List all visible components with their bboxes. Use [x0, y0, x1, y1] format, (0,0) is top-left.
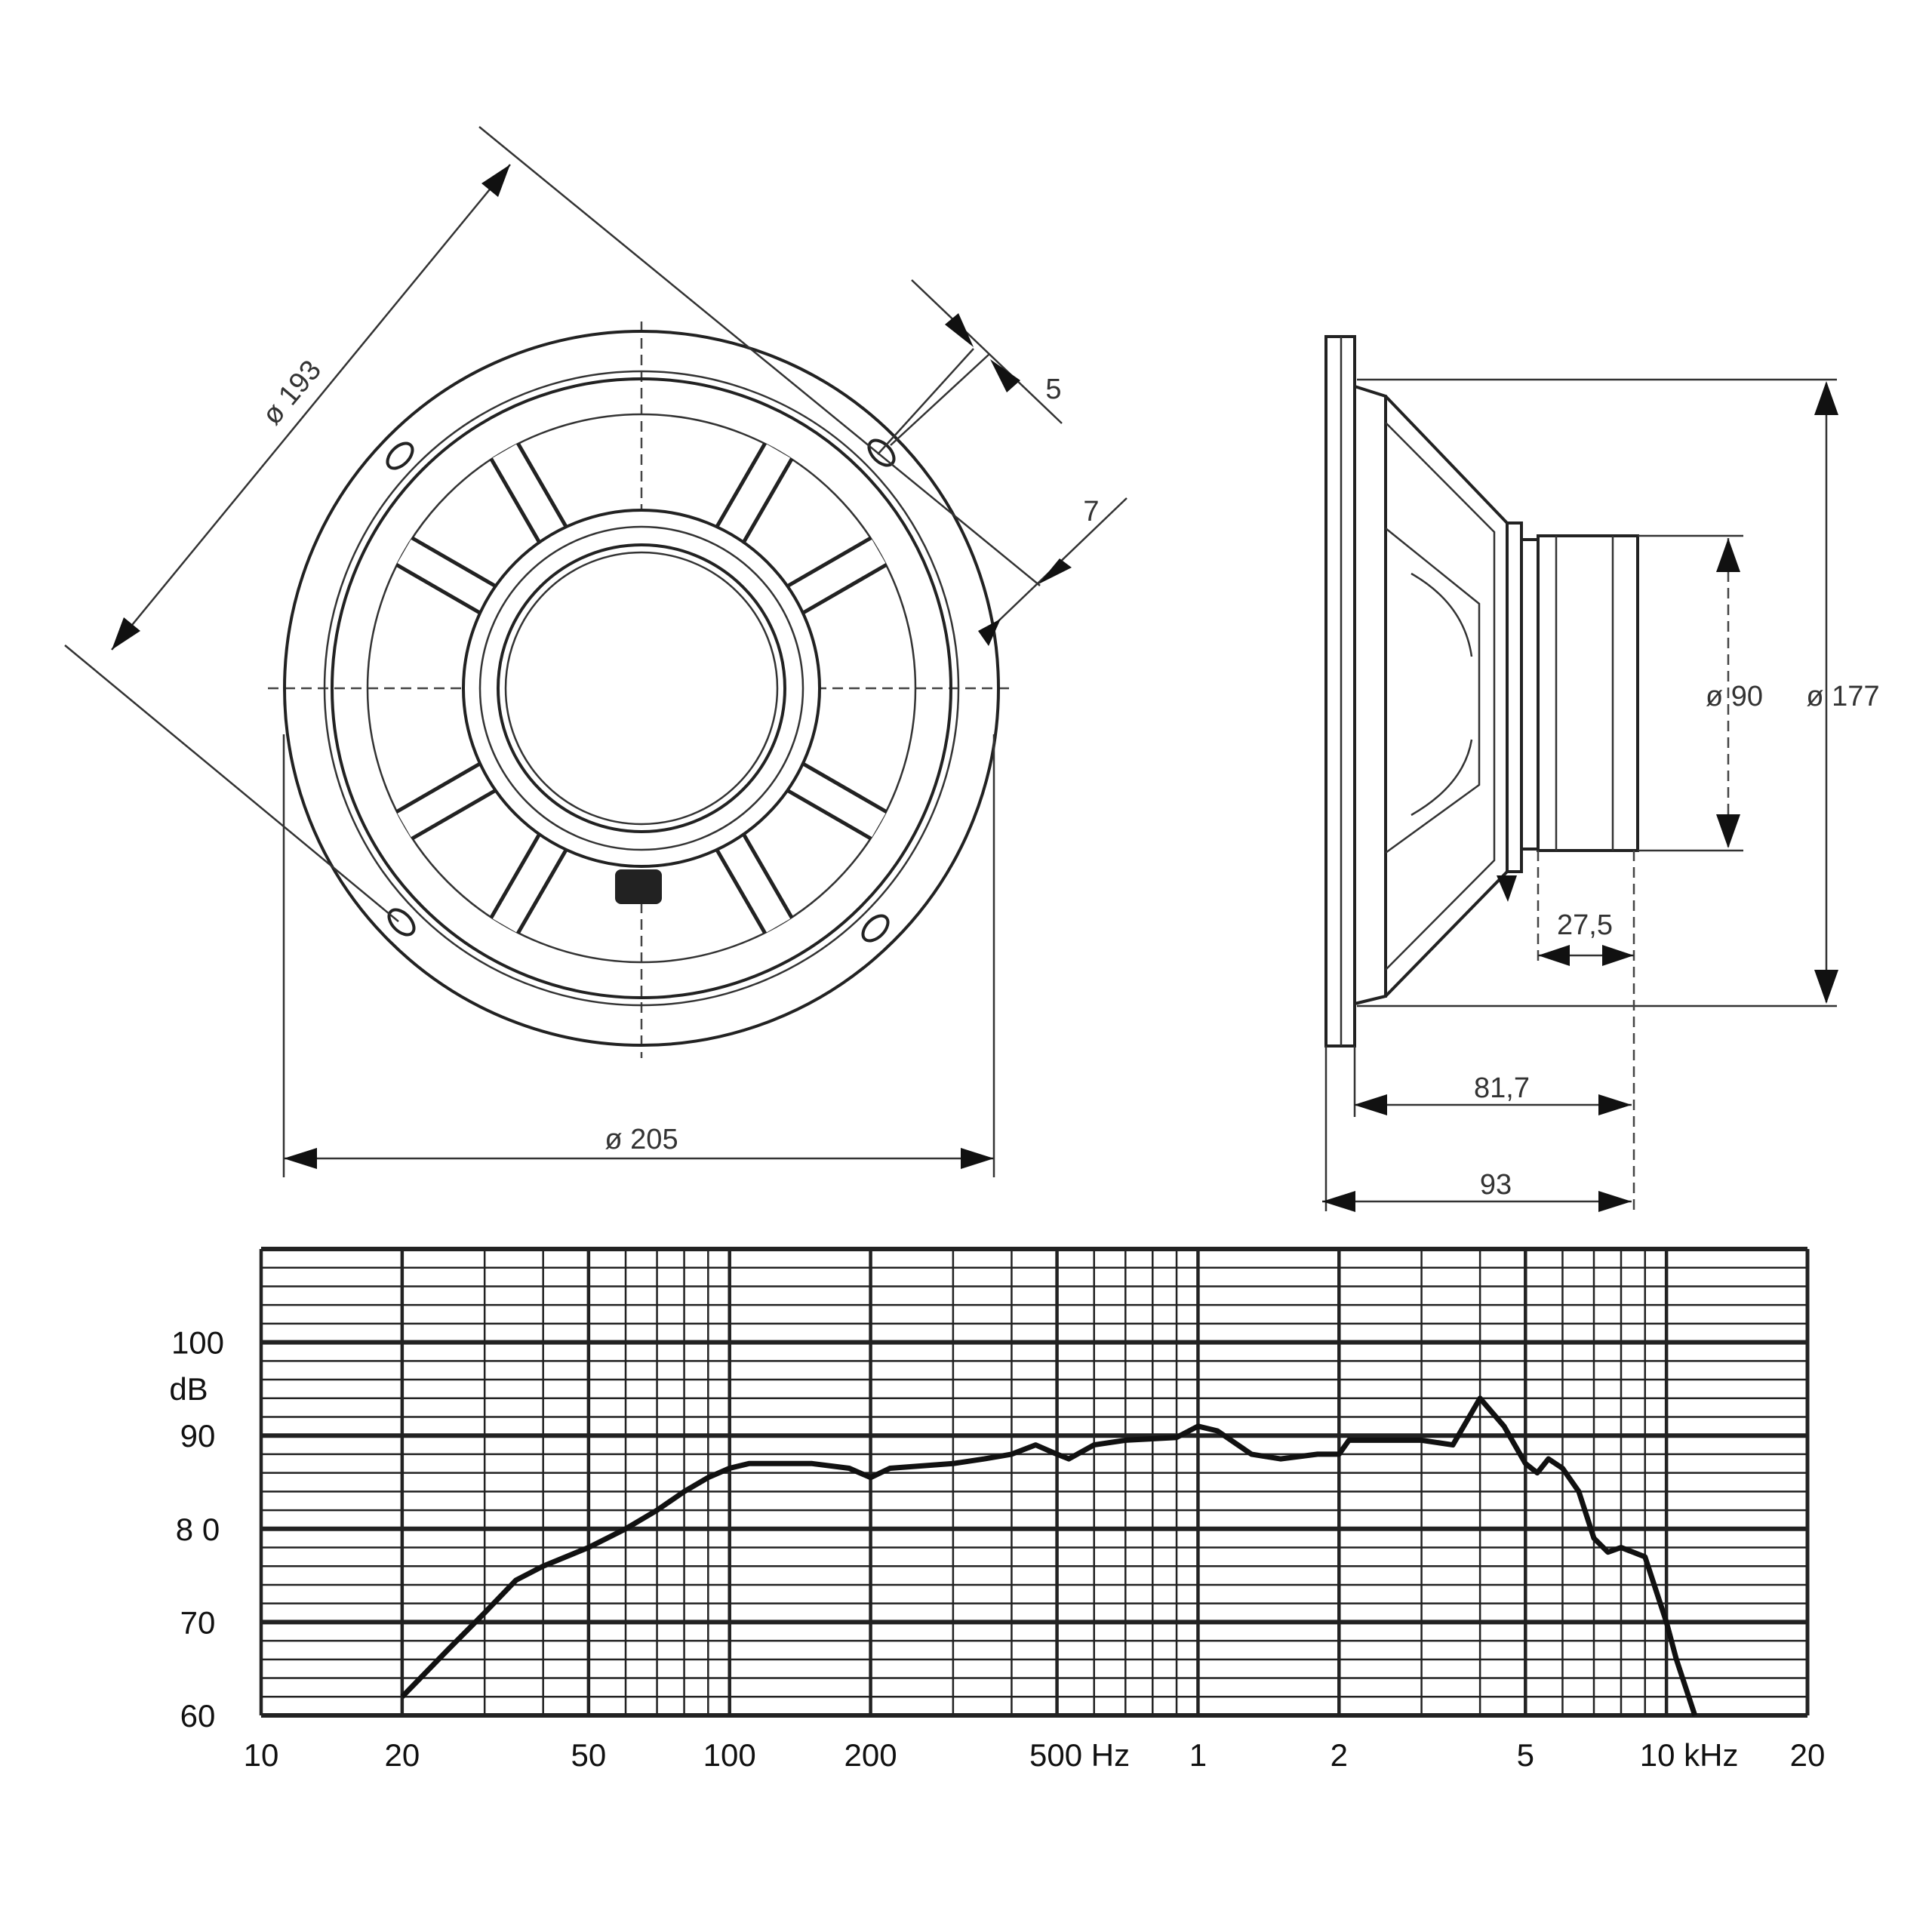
x-tick-label: 100 [703, 1737, 756, 1773]
extension-line [478, 126, 1041, 586]
spoke [397, 765, 494, 838]
extension-line [890, 354, 989, 446]
spoke [718, 835, 791, 933]
spoke [397, 539, 494, 611]
basket-spokes [395, 442, 888, 934]
basket-profile-inner [1385, 422, 1496, 971]
dim-slot-width: 5 [1045, 374, 1061, 405]
arrow-icon [1716, 538, 1740, 572]
terminal-icon [615, 869, 662, 904]
spoke [789, 539, 886, 611]
y-tick-label: 90 [180, 1418, 216, 1454]
spoke [492, 835, 565, 933]
arrow-icon [112, 617, 140, 650]
y-tick-label: 60 [180, 1698, 216, 1734]
x-tick-label: 500 Hz [1029, 1737, 1130, 1773]
basket-ring-inner [366, 413, 917, 964]
terminal-icon [1497, 875, 1517, 902]
arrow-icon [481, 165, 510, 197]
arrow-icon [1038, 558, 1072, 584]
dust-cap [504, 551, 779, 826]
arrow-icon [1716, 814, 1740, 848]
side-view: ø 177 ø 90 27,5 81,7 93 [1322, 335, 1880, 1214]
y-tick-label: 8 0 [176, 1512, 220, 1547]
y-tick-label: 70 [180, 1604, 216, 1640]
x-tick-label: 200 [844, 1737, 897, 1773]
x-tick-label: 20 [384, 1737, 420, 1773]
y-unit-label: dB [169, 1371, 208, 1407]
extension-line [64, 645, 399, 922]
x-tick-label: 10 kHz [1640, 1737, 1739, 1773]
x-tick-label: 20 [1790, 1737, 1826, 1773]
arrow-icon [978, 619, 1001, 646]
dim-outer-diameter: ø 205 [605, 1124, 678, 1155]
flange-ring [323, 370, 960, 1007]
dim-magnet-depth: 27,5 [1557, 909, 1613, 941]
arrow-icon [1354, 1094, 1387, 1115]
x-tick-label: 10 [244, 1737, 279, 1773]
x-tick-label: 2 [1331, 1737, 1348, 1773]
y-tick-label: 100 [171, 1325, 224, 1361]
arrow-icon [1598, 1094, 1632, 1115]
arrow-icon [1322, 1191, 1355, 1212]
top-plate [1520, 538, 1540, 851]
extension-line [877, 348, 974, 455]
mounting-hole [386, 441, 414, 470]
basket-ring-outer [331, 377, 952, 999]
magnet [1537, 534, 1639, 852]
arrow-icon [1602, 945, 1634, 966]
arrow-icon [990, 359, 1020, 392]
arrow-icon [1814, 381, 1838, 415]
x-tick-label: 1 [1189, 1737, 1207, 1773]
dim-magnet-diameter: ø 90 [1706, 681, 1763, 712]
mounting-hole [387, 908, 416, 937]
cone-ring [478, 525, 804, 851]
x-tick-label: 50 [571, 1737, 607, 1773]
basket-window [1385, 528, 1481, 854]
cone-profile [1411, 572, 1473, 817]
dimension-line [111, 164, 511, 651]
basket-rim [1354, 385, 1387, 1005]
extension-line [911, 279, 1063, 424]
arrow-icon [1598, 1191, 1632, 1212]
spoke [718, 444, 791, 541]
cone-inner [497, 543, 786, 833]
arrow-icon [945, 313, 974, 347]
dim-basket-diameter: ø 177 [1806, 681, 1879, 712]
cone-surround [462, 509, 821, 868]
chart-grid [259, 1247, 1810, 1718]
series-line-frequency-response [400, 1395, 1698, 1717]
dim-mount-depth: 81,7 [1474, 1072, 1530, 1104]
basket-profile [1384, 395, 1509, 998]
arrow-icon [961, 1148, 994, 1169]
dim-total-depth: 93 [1480, 1169, 1512, 1201]
spoke [492, 444, 565, 541]
mounting-hole [861, 914, 890, 943]
y-axis-labels: 100 90 8 0 70 60 dB [169, 1325, 224, 1734]
arrow-icon [1538, 945, 1570, 966]
mounting-plate [1506, 521, 1523, 873]
dim-hole-circle: ø 193 [256, 355, 328, 431]
x-tick-label: 5 [1517, 1737, 1534, 1773]
spoke [789, 765, 886, 838]
x-axis-labels: 10 20 50 100 200 500 Hz 1 2 5 10 kHz 20 [244, 1737, 1826, 1773]
front-view: ø 205 ø 193 5 7 [64, 126, 1128, 1177]
arrow-icon [1814, 970, 1838, 1004]
frequency-response-chart: 100 90 8 0 70 60 dB 10 20 50 100 200 500 Hz 1 2 5 10 k… [169, 1247, 1826, 1773]
outer-flange [283, 330, 1000, 1047]
arrow-icon [284, 1148, 317, 1169]
dim-slot-length: 7 [1083, 496, 1099, 528]
